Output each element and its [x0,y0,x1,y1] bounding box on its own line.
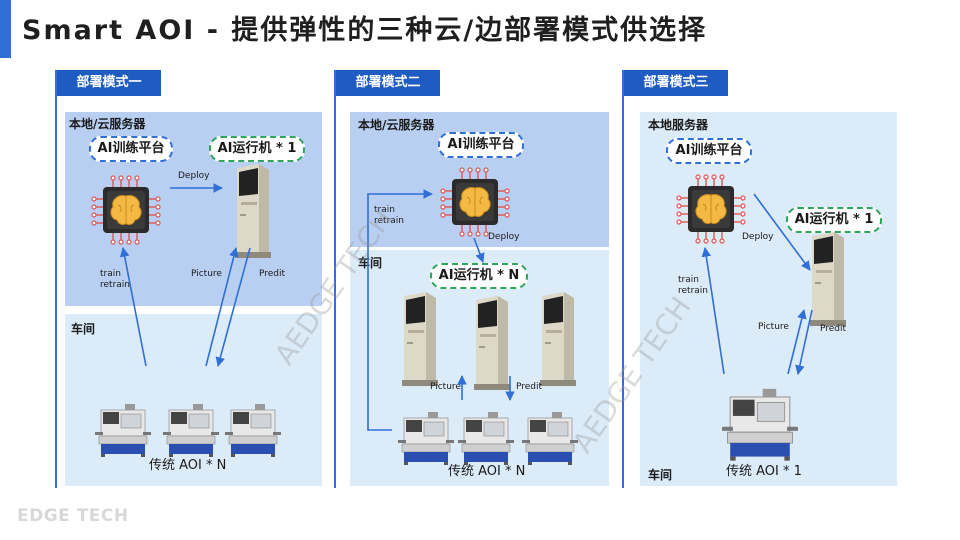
deployment-mode-1-panel: 部署模式一 本地/云服务器 车间 AI训练平台 AI运行机 * 1 Deploy… [55,70,337,488]
deploy-label: Deploy [178,171,210,181]
deployment-mode-3-panel: 部署模式三 本地服务器 车间 AI训练平台 AI运行机 * 1 Deploy t… [622,70,904,488]
server-zone-label: 本地/云服务器 [358,118,435,132]
mode-2-label: 部署模式二 [336,70,440,96]
picture-label: Picture [758,322,789,332]
ai-inference-kiosk-icon [540,292,576,386]
aoi-machine-icon [721,388,799,462]
server-zone-label: 本地服务器 [648,118,709,132]
workshop-zone-label: 车间 [648,468,673,482]
footer-brand: EDGE TECH [17,506,129,526]
ai-brain-chip-icon [91,175,161,245]
train-label: train [678,275,699,285]
aoi-machine-icon [163,403,219,458]
predit-label: Predit [516,382,543,392]
deployment-mode-2-panel: 部署模式二 本地/云服务器 车间 AI训练平台 Deploy train ret… [334,70,616,488]
deploy-label: Deploy [742,232,774,242]
ai-inference-kiosk-icon [474,296,510,390]
retrain-label: retrain [100,280,130,290]
predit-label: Predit [259,269,286,279]
train-label: train [100,269,121,279]
aoi-machine-icon [95,403,151,458]
ai-training-platform-badge: AI训练平台 [438,132,524,158]
workshop-zone-label: 车间 [71,322,96,336]
aoi-machine-icon [225,403,281,458]
ai-inference-machine-badge: AI运行机 * N [430,263,528,289]
ai-inference-machine-badge: AI运行机 * 1 [209,136,305,162]
aoi-caption: 传统 AOI * N [448,464,526,479]
picture-label: Picture [191,269,222,279]
ai-brain-chip-icon [676,174,746,244]
server-zone-label: 本地/云服务器 [69,117,146,131]
workshop-zone [65,314,322,486]
ai-inference-kiosk-icon [235,164,271,258]
aoi-machine-icon [398,411,454,466]
predit-label: Predit [820,324,847,334]
aoi-machine-icon [458,411,514,466]
page-title: Smart AOI - 提供弹性的三种云/边部署模式供选择 [22,15,708,46]
title-accent-bar [0,0,11,58]
ai-inference-kiosk-icon [810,232,846,326]
retrain-label: retrain [678,286,708,296]
mode-1-label: 部署模式一 [57,70,161,96]
picture-label: Picture [430,382,461,392]
aoi-caption: 传统 AOI * 1 [726,464,802,479]
mode-3-label: 部署模式三 [624,70,728,96]
deploy-label: Deploy [488,232,520,242]
ai-training-platform-badge: AI训练平台 [666,138,752,164]
ai-brain-chip-icon [440,167,510,237]
ai-inference-kiosk-icon [402,292,438,386]
aoi-caption: 传统 AOI * N [149,458,227,473]
ai-training-platform-badge: AI训练平台 [89,136,173,162]
